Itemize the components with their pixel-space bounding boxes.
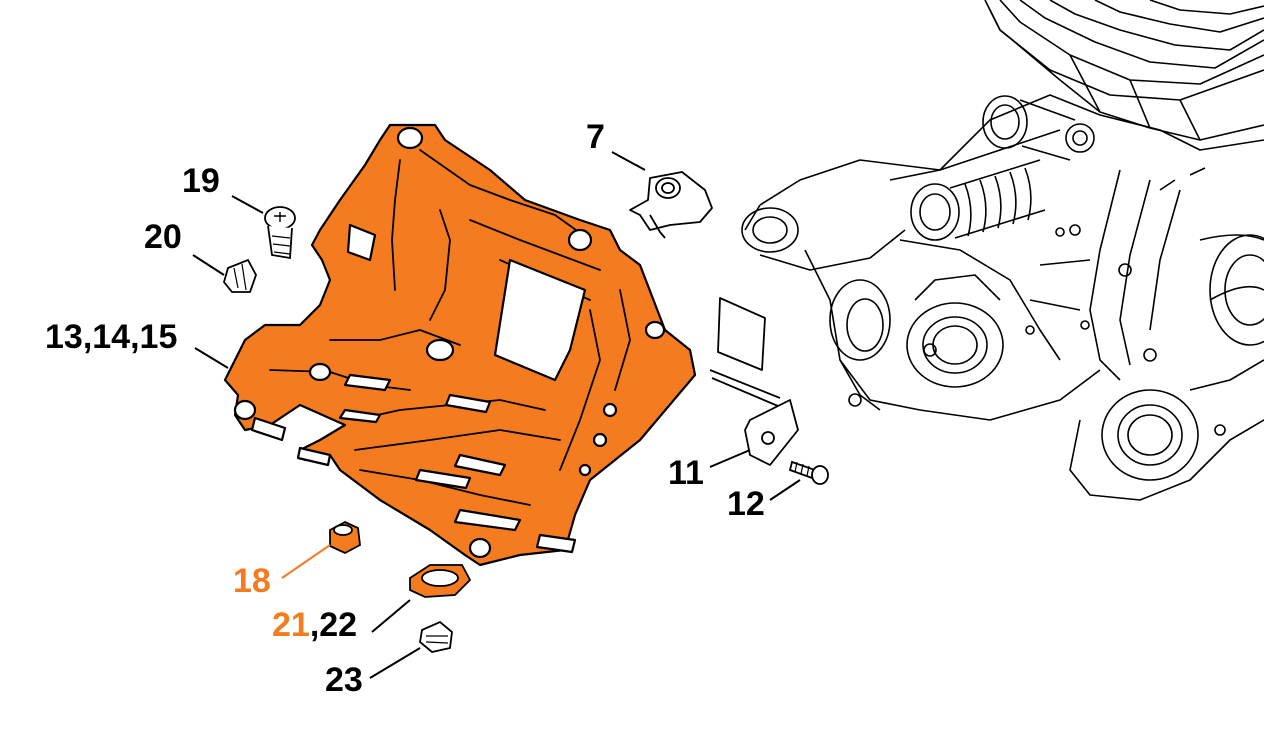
- callout-21: 21: [272, 606, 310, 644]
- part-12-screw: [788, 460, 829, 485]
- part-23-plug: [419, 620, 453, 653]
- callout-23: 23: [325, 661, 363, 699]
- callout-18: 18: [233, 562, 271, 600]
- callout-12: 12: [727, 485, 765, 523]
- engine-housing-part: [223, 123, 697, 567]
- part-20-plug: [223, 258, 257, 293]
- engine-crankcase-outline: [741, 0, 1264, 501]
- callout-21-22: 21,22: [272, 606, 357, 644]
- callout-7: 7: [586, 118, 605, 156]
- leader-lines: [192, 151, 801, 679]
- callout-20: 20: [144, 218, 182, 256]
- callout-13-14-15: 13,14,15: [45, 318, 177, 356]
- leader-line-18: [281, 544, 331, 579]
- part-7-connector: [629, 171, 713, 239]
- callout-19: 19: [182, 162, 220, 200]
- part-19-screw: [264, 206, 296, 260]
- part-18-grommet: [329, 520, 361, 555]
- callout-11: 11: [668, 454, 704, 492]
- callout-22: ,22: [310, 606, 357, 644]
- part-11-bracket: [709, 297, 799, 466]
- part-21-grommet: [409, 564, 472, 598]
